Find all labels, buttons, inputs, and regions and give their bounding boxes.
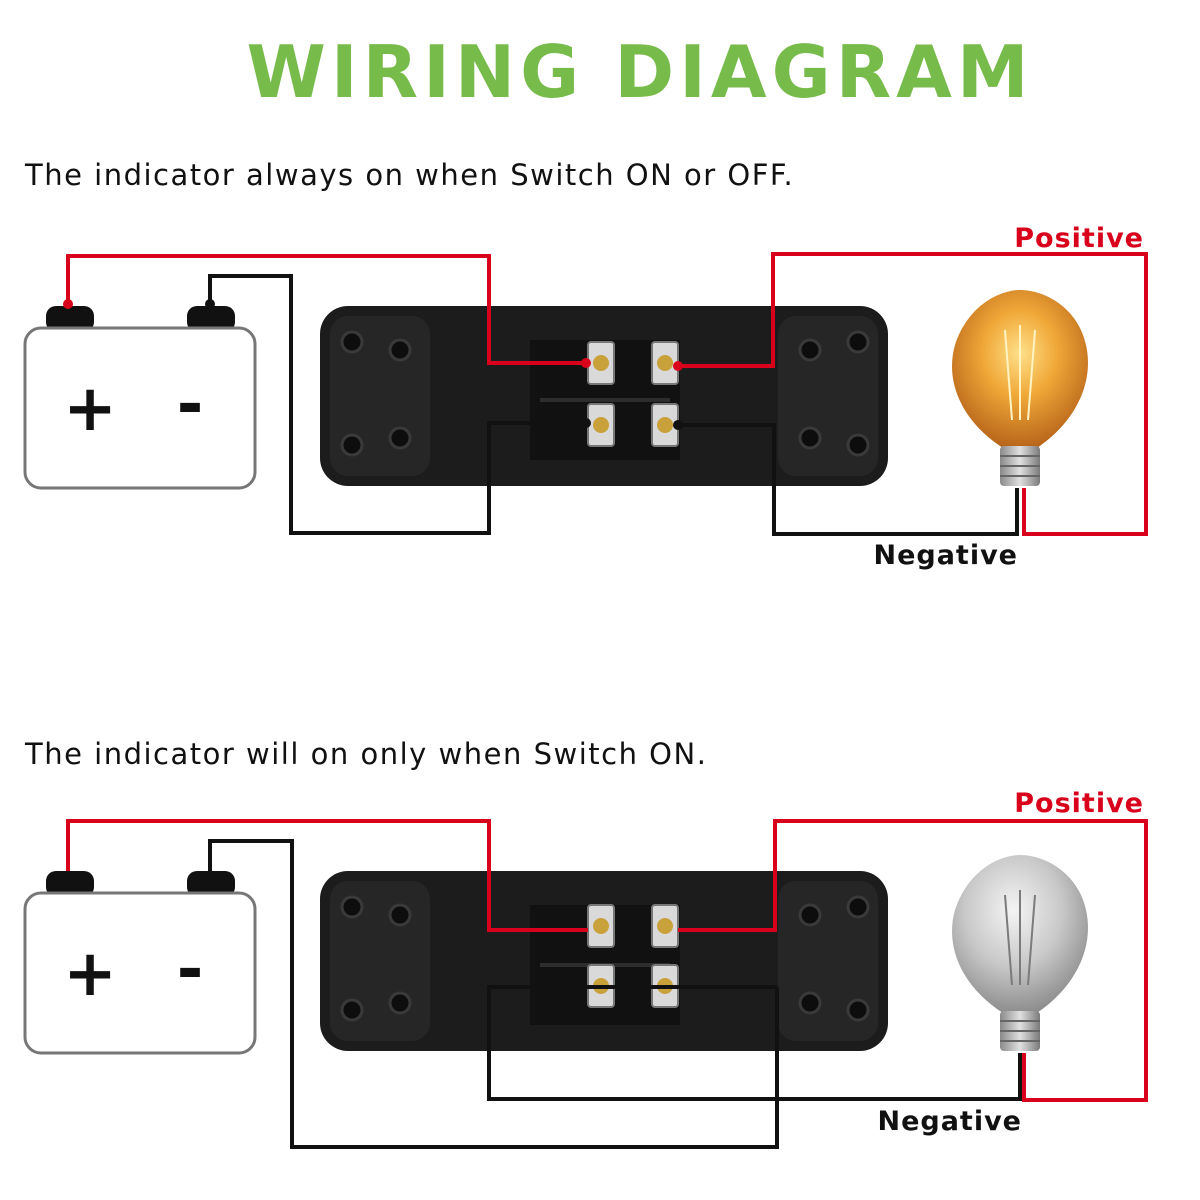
inline-switch-body [320, 871, 888, 1051]
diagram-2-caption: The indicator will on only when Switch O… [25, 737, 708, 771]
positive-wire-dot [581, 358, 591, 368]
battery: + - [23, 306, 257, 490]
negative-wire-switch-to-bulb [678, 423, 1019, 536]
negative-wire-dot [581, 418, 591, 428]
battery-negative-terminal [187, 306, 235, 332]
inline-switch-body [320, 306, 888, 486]
negative-wire-battery-to-switch [208, 839, 779, 1149]
switch-terminal-bottom-right [651, 403, 679, 447]
positive-wire-switch-to-bulb [678, 819, 1148, 1102]
battery-body [23, 891, 257, 1055]
battery-minus-sign: - [177, 933, 204, 1007]
wiring-diagram-1: + - [0, 220, 1200, 600]
positive-wire-dot [673, 361, 683, 371]
switch-terminal-bottom-left [587, 403, 615, 447]
negative-wire-dot [673, 420, 683, 430]
positive-label: Positive [1014, 788, 1144, 819]
bulb-off-icon [952, 855, 1088, 1051]
wiring-diagram-2-svg: + - [23, 788, 1148, 1149]
positive-label: Positive [1014, 223, 1144, 254]
switch-terminal-top-left [587, 341, 615, 385]
switch-terminal-top-left [587, 904, 615, 948]
battery: + - [23, 871, 257, 1055]
switch-terminal-top-right [651, 904, 679, 948]
negative-wire-battery-to-switch [208, 274, 586, 535]
battery-body [23, 326, 257, 490]
page-title: WIRING DIAGRAM [246, 30, 1034, 114]
battery-positive-terminal [46, 871, 94, 897]
negative-label: Negative [873, 540, 1018, 571]
battery-plus-sign: + [63, 372, 117, 446]
wiring-diagram-2: + - [0, 785, 1200, 1165]
negative-label: Negative [877, 1106, 1022, 1137]
battery-plus-sign: + [63, 937, 117, 1011]
positive-wire-dot [63, 299, 73, 309]
positive-wire-battery-to-switch [66, 819, 588, 932]
negative-wire-loop [487, 985, 1022, 1101]
negative-wire-dot [205, 299, 215, 309]
bulb-lit-icon [952, 290, 1088, 486]
battery-positive-terminal [46, 306, 94, 332]
battery-negative-terminal [187, 871, 235, 897]
diagram-1-caption: The indicator always on when Switch ON o… [25, 158, 795, 192]
wiring-diagram-1-svg: + - [23, 223, 1148, 571]
battery-minus-sign: - [177, 368, 204, 442]
positive-wire-switch-to-bulb [678, 252, 1148, 536]
positive-wire-battery-to-switch [66, 254, 588, 365]
